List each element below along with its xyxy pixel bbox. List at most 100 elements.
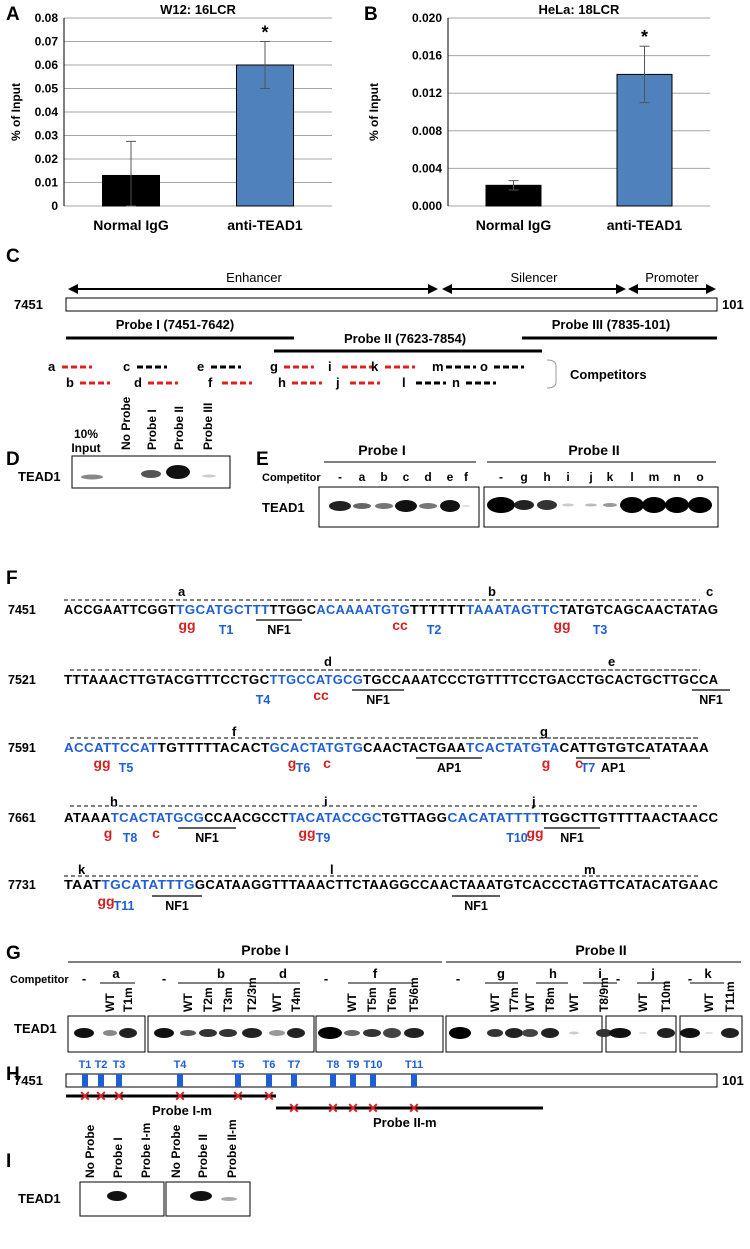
seq-segment: CCAACGCCT (204, 811, 288, 825)
mutation-letters: c (152, 825, 160, 841)
lane-label: - (162, 971, 166, 986)
y-tick-label: 0.05 (35, 82, 59, 96)
tead-site-seq: TTGCCATGCG (270, 673, 364, 687)
seq-position: 7661 (8, 811, 36, 825)
lane-label-probe-2: Probe II (172, 406, 186, 450)
lane-label: e (447, 470, 454, 484)
tead-site-label: T9 (316, 831, 331, 845)
lane-label: T8m (543, 987, 557, 1012)
y-tick-label: 0.02 (35, 152, 59, 166)
band (514, 500, 534, 510)
tead-site-seq: ACCATTCCAT (64, 741, 158, 755)
y-axis-label: % of Input (367, 83, 381, 141)
band (487, 497, 515, 513)
lane-label: T5/6m (407, 977, 421, 1012)
band (721, 1028, 739, 1038)
motif-label: NF1 (195, 831, 219, 845)
lane-label: WT (103, 993, 117, 1012)
mutation-letters: gg (97, 893, 114, 909)
mutation-letters: g (288, 755, 297, 771)
site-box (411, 1074, 417, 1087)
blot-g-row-label: TEAD1 (14, 1021, 57, 1036)
mutation-letters: g (104, 825, 113, 841)
panel-letter-h: H (6, 1064, 20, 1085)
mutation-x-icon: ✕ (288, 1100, 300, 1116)
lane-label-input: Input (71, 441, 100, 455)
panel-letter-b: B (364, 4, 378, 25)
competitor-letter: l (330, 862, 334, 877)
motif-label: NF1 (267, 623, 291, 637)
tead-site-label: T1 (219, 623, 234, 637)
mutation-letters: c (323, 755, 331, 771)
band (141, 470, 161, 478)
band (537, 500, 557, 510)
map-start: 7451 (14, 297, 43, 312)
lane-label: i (566, 470, 569, 484)
competitor-label-a: a (48, 359, 56, 374)
tead-site-label: T7 (581, 761, 596, 775)
mutation-letters: g (542, 755, 551, 771)
y-tick-label: 0.020 (412, 11, 442, 25)
mutation-x-icon: ✕ (367, 1100, 379, 1116)
site-label: T8 (327, 1059, 340, 1071)
band (569, 1031, 579, 1035)
lane-label: f (464, 470, 469, 484)
site-box (235, 1074, 241, 1087)
site-label: T3 (113, 1059, 126, 1071)
chart-title: W12: 16LCR (160, 2, 236, 17)
y-tick-label: 0.04 (35, 105, 59, 119)
probe-2m-label: Probe II-m (373, 1115, 437, 1130)
mutation-letters: cc (392, 617, 408, 633)
motif-label: NF1 (699, 693, 723, 707)
genome-bar (65, 297, 718, 312)
lane-label-10pct: 10% (74, 427, 98, 441)
blot-d-row-label: TEAD1 (18, 469, 61, 484)
lane-i-probe-1: Probe I (111, 1137, 125, 1178)
lane-label: T4m (289, 987, 303, 1012)
competitor-letter: j (531, 794, 536, 809)
site-label: T10 (364, 1059, 383, 1071)
panel-letter-e: E (256, 449, 269, 470)
panel-letter-c: C (6, 246, 20, 267)
mutation-letters: gg (178, 617, 195, 633)
probe-2-label: Probe II (7623-7854) (344, 331, 466, 346)
seq-segment: TGTTAGG (382, 811, 447, 825)
lane-i-no-probe-2: No Probe (169, 1124, 183, 1178)
band (620, 497, 644, 513)
band (440, 500, 460, 512)
band (269, 1030, 285, 1036)
motif-label: AP1 (601, 761, 625, 775)
lane-i-probe-2m: Probe II-m (225, 1119, 239, 1178)
band (287, 1028, 305, 1038)
seq-segment: CATTGTGTCATATAAA (560, 741, 710, 755)
blot-g-probe-1: Probe I (241, 942, 288, 958)
band (522, 1029, 538, 1037)
motif-label: NF1 (464, 899, 488, 913)
mutation-x-icon: ✕ (232, 1088, 244, 1104)
competitor-label-l: l (402, 375, 406, 390)
lane-label: c (403, 470, 410, 484)
map-h-start: 7451 (14, 1073, 43, 1088)
competitor-letter: k (78, 862, 86, 877)
site-box (330, 1074, 336, 1087)
tead-site-seq: TAAATAGTTC (466, 603, 560, 617)
band (103, 1030, 117, 1036)
blot-d-frame (71, 455, 231, 489)
competitor-label-o: o (480, 359, 488, 374)
significance-star: * (261, 23, 268, 43)
lane-label: - (324, 971, 328, 986)
band (603, 503, 617, 507)
panel-letter-i: I (6, 1151, 11, 1172)
map-end: 101 (722, 297, 744, 312)
competitor-letter: e (608, 654, 615, 669)
band (81, 474, 103, 480)
y-tick-label: 0.08 (35, 11, 59, 25)
lane-label: d (424, 470, 431, 484)
motif-label: NF1 (165, 899, 189, 913)
group-label: a (112, 966, 120, 981)
panel-letter-g: G (6, 943, 21, 964)
band (541, 1028, 559, 1038)
